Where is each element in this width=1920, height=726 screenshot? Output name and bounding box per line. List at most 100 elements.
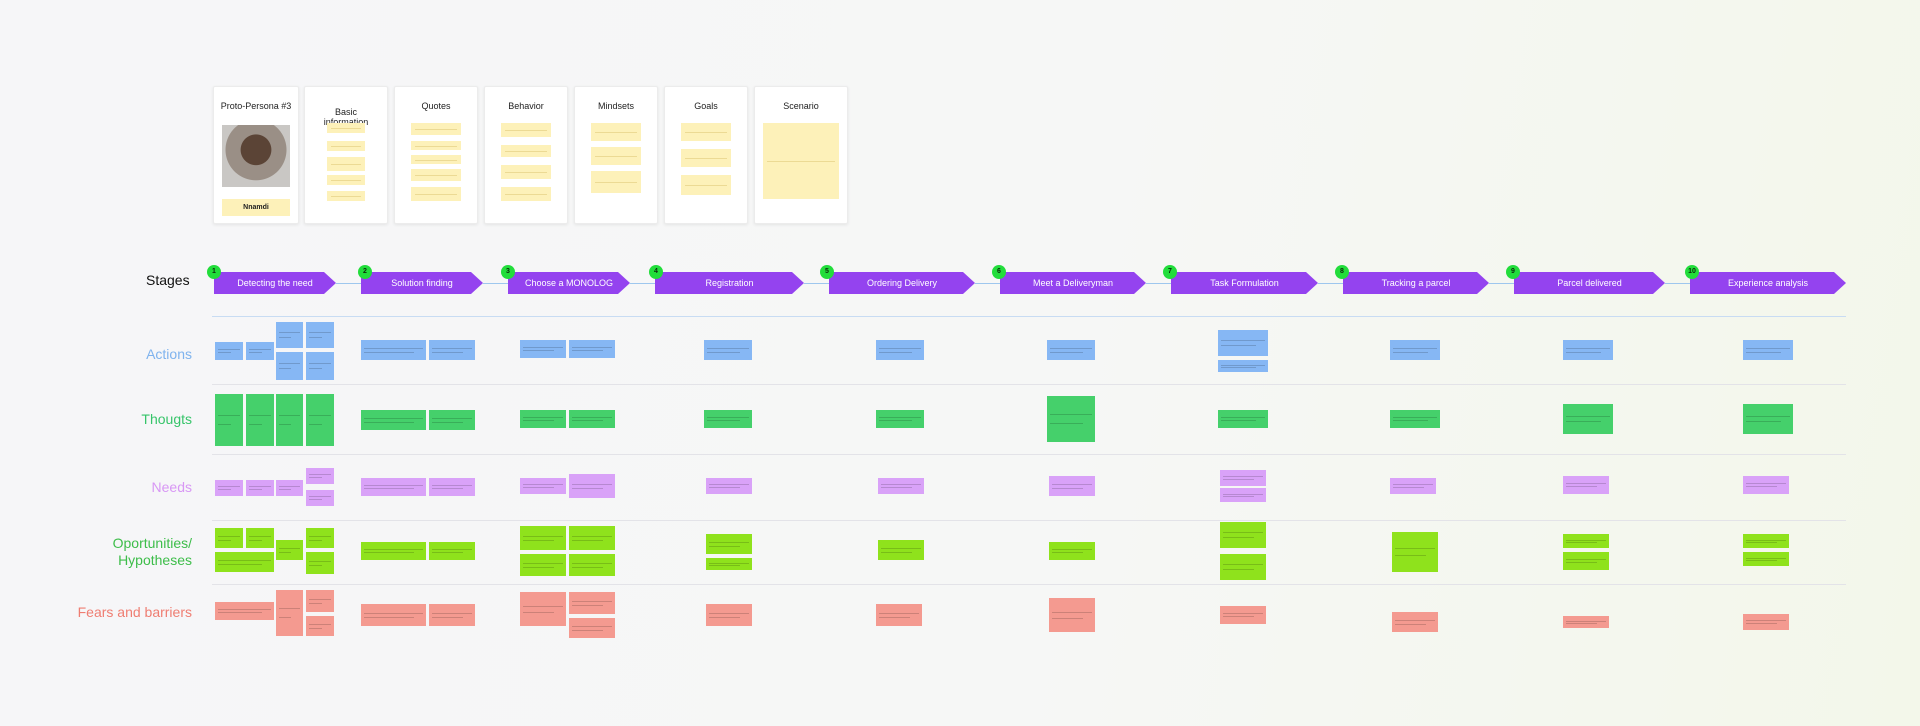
thought-note[interactable] — [1563, 404, 1613, 434]
opportunity-note[interactable] — [1563, 552, 1609, 570]
thought-note[interactable] — [876, 410, 924, 428]
opportunity-note[interactable] — [1743, 534, 1789, 548]
fear-note[interactable] — [429, 604, 475, 626]
stage-arrow[interactable]: Solution finding — [361, 272, 483, 294]
thought-note[interactable] — [246, 394, 274, 446]
fear-note[interactable] — [215, 602, 274, 620]
fear-note[interactable] — [276, 590, 303, 636]
fear-note[interactable] — [876, 604, 922, 626]
stage-arrow[interactable]: Tracking a parcel — [1343, 272, 1489, 294]
sticky-note[interactable] — [411, 155, 461, 164]
stage-arrow[interactable]: Task Formulation — [1171, 272, 1318, 294]
need-note[interactable] — [706, 478, 752, 494]
thought-note[interactable] — [215, 394, 243, 446]
opportunity-note[interactable] — [706, 534, 752, 554]
sticky-note[interactable] — [327, 123, 365, 133]
quotes-card[interactable]: Quotes — [394, 86, 478, 224]
opportunity-note[interactable] — [246, 528, 274, 548]
fear-note[interactable] — [306, 590, 334, 612]
sticky-note[interactable] — [591, 147, 641, 165]
opportunity-note[interactable] — [1049, 542, 1095, 560]
persona-name-sticky[interactable]: Nnamdi — [222, 199, 290, 216]
sticky-note[interactable] — [327, 175, 365, 185]
action-note[interactable] — [1563, 340, 1613, 360]
action-note[interactable] — [276, 352, 303, 380]
sticky-note[interactable] — [327, 191, 365, 201]
fear-note[interactable] — [706, 604, 752, 626]
need-note[interactable] — [569, 474, 615, 498]
need-note[interactable] — [520, 478, 566, 494]
opportunity-note[interactable] — [306, 528, 334, 548]
stage-arrow[interactable]: Experience analysis — [1690, 272, 1846, 294]
action-note[interactable] — [361, 340, 426, 360]
opportunity-note[interactable] — [1563, 534, 1609, 548]
sticky-note[interactable] — [327, 141, 365, 151]
opportunity-note[interactable] — [429, 542, 475, 560]
opportunity-note[interactable] — [520, 526, 566, 550]
opportunity-note[interactable] — [569, 526, 615, 550]
need-note[interactable] — [1049, 476, 1095, 496]
basic-information-card[interactable]: Basic information — [304, 86, 388, 224]
fear-note[interactable] — [1392, 612, 1438, 632]
thought-note[interactable] — [1218, 410, 1268, 428]
need-note[interactable] — [429, 478, 475, 496]
sticky-note[interactable] — [501, 165, 551, 179]
opportunity-note[interactable] — [215, 552, 274, 572]
sticky-note[interactable] — [411, 123, 461, 135]
opportunity-note[interactable] — [1220, 522, 1266, 548]
action-note[interactable] — [306, 352, 334, 380]
sticky-note[interactable] — [501, 123, 551, 137]
opportunity-note[interactable] — [276, 540, 303, 560]
sticky-note[interactable] — [411, 169, 461, 181]
opportunity-note[interactable] — [1392, 532, 1438, 572]
mindsets-card[interactable]: Mindsets — [574, 86, 658, 224]
thought-note[interactable] — [306, 394, 334, 446]
thought-note[interactable] — [569, 410, 615, 428]
sticky-note[interactable] — [411, 141, 461, 150]
action-note[interactable] — [569, 340, 615, 358]
action-note[interactable] — [1743, 340, 1793, 360]
scenario-card[interactable]: Scenario — [754, 86, 848, 224]
need-note[interactable] — [276, 480, 303, 496]
action-note[interactable] — [215, 342, 243, 360]
need-note[interactable] — [1743, 476, 1789, 494]
stage-arrow[interactable]: Detecting the need — [214, 272, 336, 294]
stage-arrow[interactable]: Registration — [655, 272, 804, 294]
fear-note[interactable] — [306, 616, 334, 636]
fear-note[interactable] — [1743, 614, 1789, 630]
action-note[interactable] — [876, 340, 924, 360]
action-note[interactable] — [1390, 340, 1440, 360]
fear-note[interactable] — [520, 592, 566, 626]
thought-note[interactable] — [361, 410, 426, 430]
fear-note[interactable] — [569, 618, 615, 638]
thought-note[interactable] — [1390, 410, 1440, 428]
need-note[interactable] — [1220, 470, 1266, 486]
need-note[interactable] — [306, 490, 334, 506]
opportunity-note[interactable] — [215, 528, 243, 548]
thought-note[interactable] — [520, 410, 566, 428]
opportunity-note[interactable] — [1743, 552, 1789, 566]
thought-note[interactable] — [704, 410, 752, 428]
stage-arrow[interactable]: Ordering Delivery — [829, 272, 975, 294]
goals-card[interactable]: Goals — [664, 86, 748, 224]
action-note[interactable] — [1047, 340, 1095, 360]
action-note[interactable] — [520, 340, 566, 358]
thought-note[interactable] — [429, 410, 475, 430]
sticky-note[interactable] — [411, 187, 461, 201]
action-note[interactable] — [276, 322, 303, 348]
need-note[interactable] — [878, 478, 924, 494]
fear-note[interactable] — [569, 592, 615, 614]
fear-note[interactable] — [1220, 606, 1266, 624]
action-note[interactable] — [1218, 360, 1268, 372]
sticky-note[interactable] — [327, 157, 365, 171]
opportunity-note[interactable] — [706, 558, 752, 570]
need-note[interactable] — [361, 478, 426, 496]
persona-card[interactable]: Proto-Persona #3 Nnamdi — [213, 86, 299, 224]
sticky-note[interactable] — [501, 145, 551, 157]
need-note[interactable] — [1390, 478, 1436, 494]
sticky-note[interactable] — [681, 149, 731, 167]
need-note[interactable] — [246, 480, 274, 496]
sticky-note[interactable] — [681, 123, 731, 141]
thought-note[interactable] — [1743, 404, 1793, 434]
fear-note[interactable] — [1563, 616, 1609, 628]
